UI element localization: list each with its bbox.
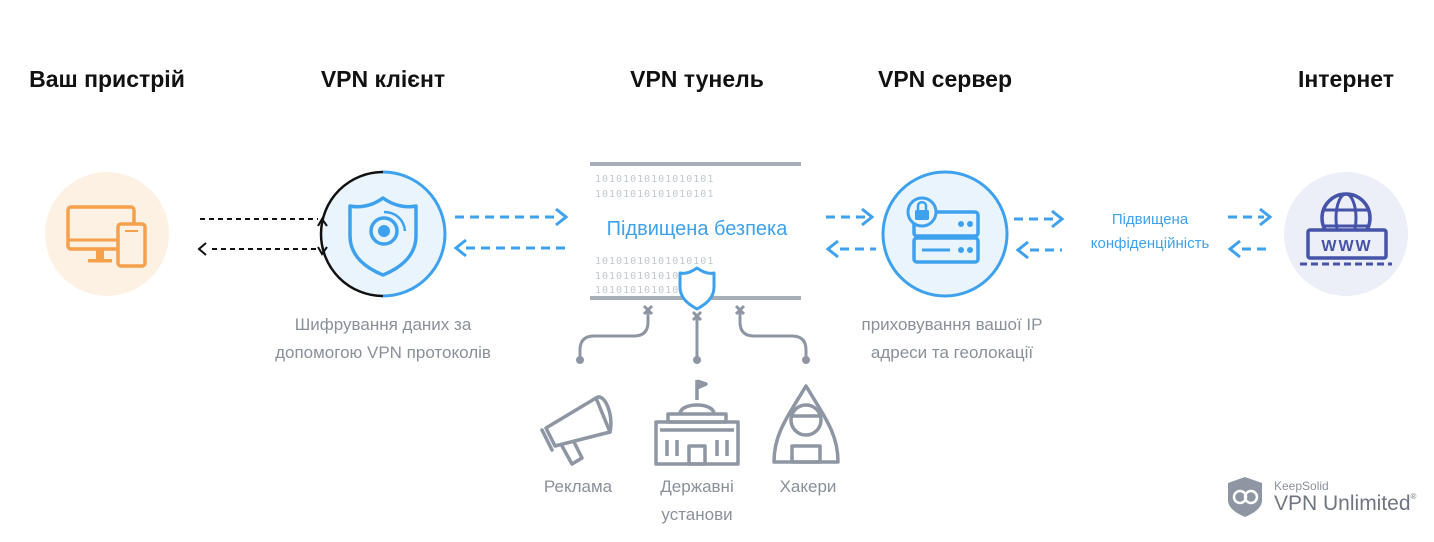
brand-company: KeepSolid: [1274, 479, 1329, 493]
server-caption-line2: адреси та геолокації: [870, 343, 1034, 362]
svg-text:10101010101010101: 10101010101010101: [595, 189, 714, 200]
svg-text:10101010101010101: 10101010101010101: [595, 285, 714, 296]
privacy-line1: Підвищена: [1111, 211, 1189, 228]
privacy-internet-arrows: [1227, 207, 1273, 259]
megaphone-icon: [540, 395, 613, 466]
threat-government-label: Державні установи: [660, 473, 733, 529]
vpn-tunnel: 10101010101010101 10101010101010101 1010…: [590, 162, 801, 300]
heading-vpn-tunnel: VPN тунель: [630, 66, 764, 92]
device-icon: [45, 172, 169, 296]
keepsolid-logo-icon: [1228, 477, 1262, 517]
brand-product-name: VPN Unlimited: [1274, 492, 1411, 515]
privacy-line2: конфіденційність: [1090, 235, 1210, 252]
brand-product: VPN Unlimited®: [1274, 492, 1416, 516]
blocked-connectors: [576, 304, 810, 364]
client-caption-line2: допомогою VPN протоколів: [275, 343, 491, 362]
threat-ads-label: Реклама: [543, 477, 613, 496]
client-caption: Шифрування даних за допомогою VPN проток…: [275, 311, 491, 367]
hacker-icon: [772, 384, 840, 464]
svg-text:WWW: WWW: [1321, 238, 1372, 255]
vpn-client-icon: [317, 170, 447, 298]
threat-hackers-label: Хакери: [779, 477, 837, 496]
government-building-icon: [654, 379, 740, 466]
client-caption-line1: Шифрування даних за: [294, 315, 472, 334]
svg-text:10101010101010101: 10101010101010101: [595, 256, 714, 267]
tunnel-shield-icon: [678, 266, 716, 311]
heading-vpn-server: VPN сервер: [878, 66, 1012, 92]
tunnel-server-arrows: [825, 207, 876, 259]
client-tunnel-arrows: [453, 207, 569, 258]
brand-registered-mark: ®: [1410, 492, 1417, 501]
internet-globe-icon: WWW: [1284, 172, 1408, 296]
threat-government-line2: установи: [661, 505, 733, 524]
server-caption-line1: приховування вашої IP: [861, 315, 1043, 334]
vpn-server-icon: [881, 170, 1009, 298]
heading-internet: Інтернет: [1297, 66, 1395, 92]
svg-text:10101010101010101: 10101010101010101: [595, 174, 714, 185]
heading-vpn-client: VPN клієнт: [320, 66, 446, 92]
tunnel-label: Підвищена безпека: [596, 218, 798, 241]
server-privacy-arrows: [1014, 209, 1065, 260]
svg-text:10101010101010101: 10101010101010101: [595, 271, 714, 282]
server-caption: приховування вашої IP адреси та геолокац…: [862, 311, 1043, 367]
privacy-label: Підвищена конфіденційність: [1091, 208, 1210, 256]
threat-government-line1: Державні: [660, 477, 734, 496]
heading-device: Ваш пристрій: [29, 66, 185, 92]
device-client-arrows: [197, 218, 318, 256]
